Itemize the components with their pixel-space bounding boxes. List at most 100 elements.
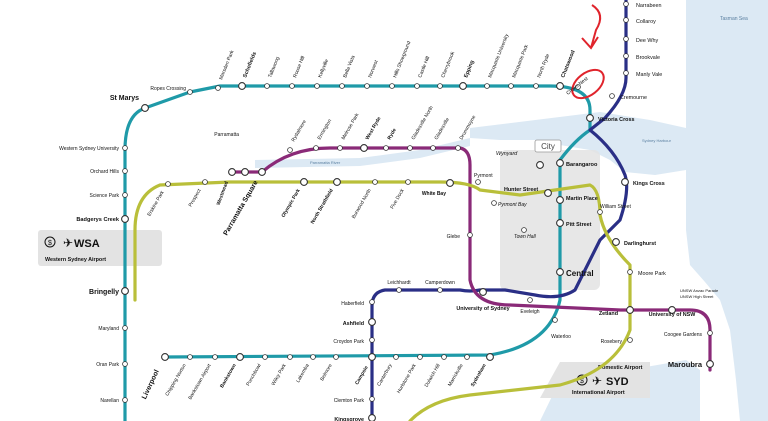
station-marker-burwood-north[interactable] (372, 179, 378, 185)
station-marker-schofields[interactable] (238, 82, 246, 90)
station-label-maryland: Maryland (98, 326, 119, 332)
station-marker-st-marys[interactable] (141, 104, 149, 112)
station-marker-campsie[interactable] (368, 353, 376, 361)
station-marker-maroubra[interactable] (706, 360, 714, 368)
station-marker-five-dock[interactable] (405, 179, 411, 185)
station-marker-kings-cross[interactable] (621, 178, 629, 186)
station-marker-cherrybrook[interactable] (437, 83, 443, 89)
station-marker-wiley-park[interactable] (287, 354, 293, 360)
station-marker-gladesville-north[interactable] (407, 145, 413, 151)
station-marker-coogee-gardens[interactable] (707, 330, 713, 336)
station-marker-hurlstone-park[interactable] (417, 354, 423, 360)
station-marker-town-hall[interactable] (521, 227, 527, 233)
station-marker-erskine-park[interactable] (165, 181, 171, 187)
station-marker-ermington[interactable] (313, 145, 319, 151)
station-marker-dee-why[interactable] (623, 36, 629, 42)
station-marker-bankstown[interactable] (236, 353, 244, 361)
station-marker-chipping-norton[interactable] (187, 354, 193, 360)
station-marker-university-of-nsw[interactable] (668, 306, 676, 314)
station-marker-prospect[interactable] (202, 179, 208, 185)
station-marker-william-street[interactable] (597, 209, 603, 215)
station-marker-west-ryde[interactable] (360, 144, 368, 152)
station-marker-manly-vale[interactable] (623, 70, 629, 76)
station-marker-eveleigh[interactable] (527, 297, 533, 303)
station-marker-parramatta-square[interactable] (258, 168, 266, 176)
station-marker-zetland[interactable] (626, 306, 634, 314)
station-marker-macquarie-park[interactable] (508, 83, 514, 89)
station-marker-brookvale[interactable] (623, 53, 629, 59)
station-marker-barangaroo[interactable] (556, 159, 564, 167)
station-marker-glebe[interactable] (467, 232, 473, 238)
station-marker-orchard-hills[interactable] (122, 168, 128, 174)
station-marker-pyrmont-bay[interactable] (491, 200, 497, 206)
station-marker-badgerys-creek[interactable] (121, 215, 129, 223)
station-marker-marrickville[interactable] (464, 354, 470, 360)
station-marker-oran-park[interactable] (122, 361, 128, 367)
station-marker-sydenham[interactable] (486, 353, 494, 361)
station-marker-north-strathfield[interactable] (333, 178, 341, 186)
station-marker-melrose-park[interactable] (337, 145, 343, 151)
station-marker-narellan[interactable] (122, 397, 128, 403)
station-marker-epping[interactable] (459, 82, 467, 90)
station-marker-clemton-park[interactable] (369, 396, 375, 402)
station-marker-western-sydney-university[interactable] (122, 145, 128, 151)
station-marker-moore-park[interactable] (627, 269, 633, 275)
station-marker-martin-place[interactable] (556, 196, 564, 204)
station-marker-bella-vista[interactable] (339, 83, 345, 89)
station-marker-drummoyne[interactable] (455, 145, 461, 151)
station-marker-crows-nest[interactable] (575, 84, 581, 90)
station-marker-lakemba[interactable] (310, 354, 316, 360)
station-marker-macquarie-university[interactable] (484, 83, 490, 89)
station-marker-rosebery[interactable] (627, 337, 633, 343)
station-marker-kellyville[interactable] (314, 83, 320, 89)
station-marker-science-park[interactable] (122, 192, 128, 198)
station-marker-bankstown-airport[interactable] (212, 354, 218, 360)
station-marker-ropes-crossing[interactable] (187, 89, 193, 95)
station-marker-kingsgrove[interactable] (368, 414, 376, 421)
station-label-narrabeen: Narrabeen (636, 3, 661, 9)
station-marker-westmead[interactable] (228, 168, 236, 176)
station-marker-parramatta[interactable] (241, 168, 249, 176)
station-marker-rydalmere[interactable] (287, 147, 293, 153)
station-marker-camperdown[interactable] (437, 287, 443, 293)
station-marker-north-ryde[interactable] (533, 83, 539, 89)
station-label-schofields: Schofields (242, 51, 258, 79)
station-marker-liverpool[interactable] (161, 353, 169, 361)
station-marker-norwest[interactable] (364, 83, 370, 89)
station-marker-rouse-hill[interactable] (289, 83, 295, 89)
station-marker-hills-showground[interactable] (389, 83, 395, 89)
station-marker-maryland[interactable] (122, 325, 128, 331)
station-marker-waterloo[interactable] (552, 317, 558, 323)
station-marker-olympic-park[interactable] (300, 178, 308, 186)
station-marker-hunter-street[interactable] (544, 189, 552, 197)
station-marker-gladesville[interactable] (430, 145, 436, 151)
station-marker-white-bay[interactable] (446, 179, 454, 187)
station-marker-tallawong[interactable] (264, 83, 270, 89)
station-marker-ashfield[interactable] (368, 318, 376, 326)
station-marker-croydon-park[interactable] (369, 337, 375, 343)
station-label-canterbury: Canterbury (376, 363, 394, 388)
station-marker-chatswood[interactable] (556, 82, 564, 90)
station-marker-leichhardt[interactable] (396, 287, 402, 293)
station-marker-central[interactable] (556, 268, 564, 276)
station-marker-dulwich-hill[interactable] (441, 354, 447, 360)
station-marker-university-of-sydney[interactable] (479, 288, 487, 296)
station-marker-wynyard[interactable] (536, 161, 544, 169)
station-marker-pitt-street[interactable] (556, 219, 564, 227)
station-label-oran-park: Oran Park (96, 362, 119, 368)
station-marker-ryde[interactable] (383, 145, 389, 151)
station-marker-narrabeen[interactable] (623, 1, 629, 7)
station-label-norwest: Norwest (367, 59, 380, 79)
station-marker-bringelly[interactable] (121, 287, 129, 295)
station-marker-victoria-cross[interactable] (586, 114, 594, 122)
station-marker-castle-hill[interactable] (414, 83, 420, 89)
station-marker-punchbowl[interactable] (262, 354, 268, 360)
station-marker-canterbury[interactable] (393, 354, 399, 360)
station-marker-belmore[interactable] (333, 354, 339, 360)
station-marker-darlinghurst[interactable] (612, 238, 620, 246)
station-marker-haberfield[interactable] (369, 299, 375, 305)
station-marker-pyrmont[interactable] (475, 179, 481, 185)
station-marker-cremourne[interactable] (609, 93, 615, 99)
station-marker-marsden-park[interactable] (215, 85, 221, 91)
station-marker-collaroy[interactable] (623, 17, 629, 23)
